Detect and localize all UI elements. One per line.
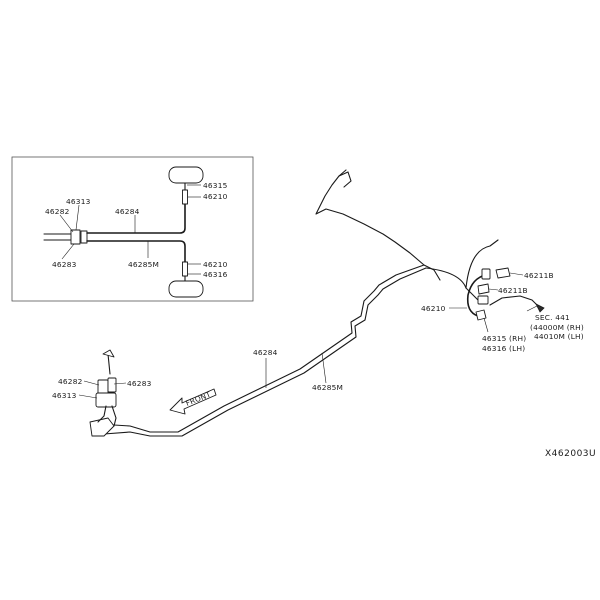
label-46211b-mid: 46211B <box>498 286 528 295</box>
junction-46313 <box>95 392 117 408</box>
brake-tube-46285m <box>97 264 441 433</box>
label-46313: 46313 <box>52 391 77 400</box>
hose-end-fitting <box>475 309 487 321</box>
inset-label-46315: 46315 <box>203 181 228 190</box>
label-sec-44010m: 44010M (LH) <box>534 332 584 341</box>
brake-tube-upper-route <box>315 169 425 266</box>
front-bracket <box>89 417 115 437</box>
inset-rear-wheel-lower <box>168 261 204 298</box>
label-46211b-top: 46211B <box>524 271 554 280</box>
rear-hose-assembly <box>449 267 545 333</box>
front-direction-arrow <box>169 388 217 415</box>
main-leaders <box>265 352 327 388</box>
inset-label-46316: 46316 <box>203 270 228 279</box>
lock-plate-46211b-mid <box>477 283 490 295</box>
label-front: FRONT <box>184 390 212 408</box>
front-junction-block <box>78 349 127 437</box>
inset-rear-pipes <box>86 203 186 263</box>
brake-hose-46210 <box>466 274 487 317</box>
label-46282: 46282 <box>58 377 83 386</box>
label-46283: 46283 <box>127 379 152 388</box>
tube-to-caliper <box>489 295 541 309</box>
label-sec-44000m: (44000M (RH) <box>530 323 584 332</box>
inset-frame <box>11 156 254 302</box>
inset-master-cylinder-lines <box>43 229 88 245</box>
inset-leaders <box>59 184 201 275</box>
inset-rear-wheel-upper <box>168 166 204 205</box>
inset-label-46285m: 46285M <box>128 260 159 269</box>
label-46316-lh: 46316 (LH) <box>482 344 525 353</box>
inset-label-46284: 46284 <box>115 207 140 216</box>
inset-label-46210-bottom: 46210 <box>203 260 228 269</box>
label-46210: 46210 <box>421 304 446 313</box>
inset-label-46283: 46283 <box>52 260 77 269</box>
brake-tube-upper-curve <box>425 239 499 289</box>
hose-bracket-top <box>481 268 491 280</box>
brake-tube-upper-route-2 <box>338 171 352 188</box>
connector-46282 <box>97 379 109 395</box>
label-46284: 46284 <box>253 348 278 357</box>
label-46315-rh: 46315 (RH) <box>482 334 526 343</box>
inset-overview: 46313 46282 46283 46284 46285M 46315 462… <box>11 156 254 302</box>
diagram-id: X462003U <box>545 449 596 459</box>
inset-label-46282: 46282 <box>45 207 70 216</box>
inset-label-46210-top: 46210 <box>203 192 228 201</box>
inset-label-46313: 46313 <box>66 197 91 206</box>
label-46285m: 46285M <box>312 383 343 392</box>
front-arrow-icon <box>169 388 217 415</box>
main-brake-lines <box>97 169 499 437</box>
brake-tube-46284 <box>103 267 427 437</box>
hose-bracket-mid <box>477 295 489 305</box>
label-sec-441: SEC. 441 <box>535 313 570 322</box>
lock-plate-46211b-top <box>495 267 511 279</box>
connector-46283 <box>107 377 117 393</box>
